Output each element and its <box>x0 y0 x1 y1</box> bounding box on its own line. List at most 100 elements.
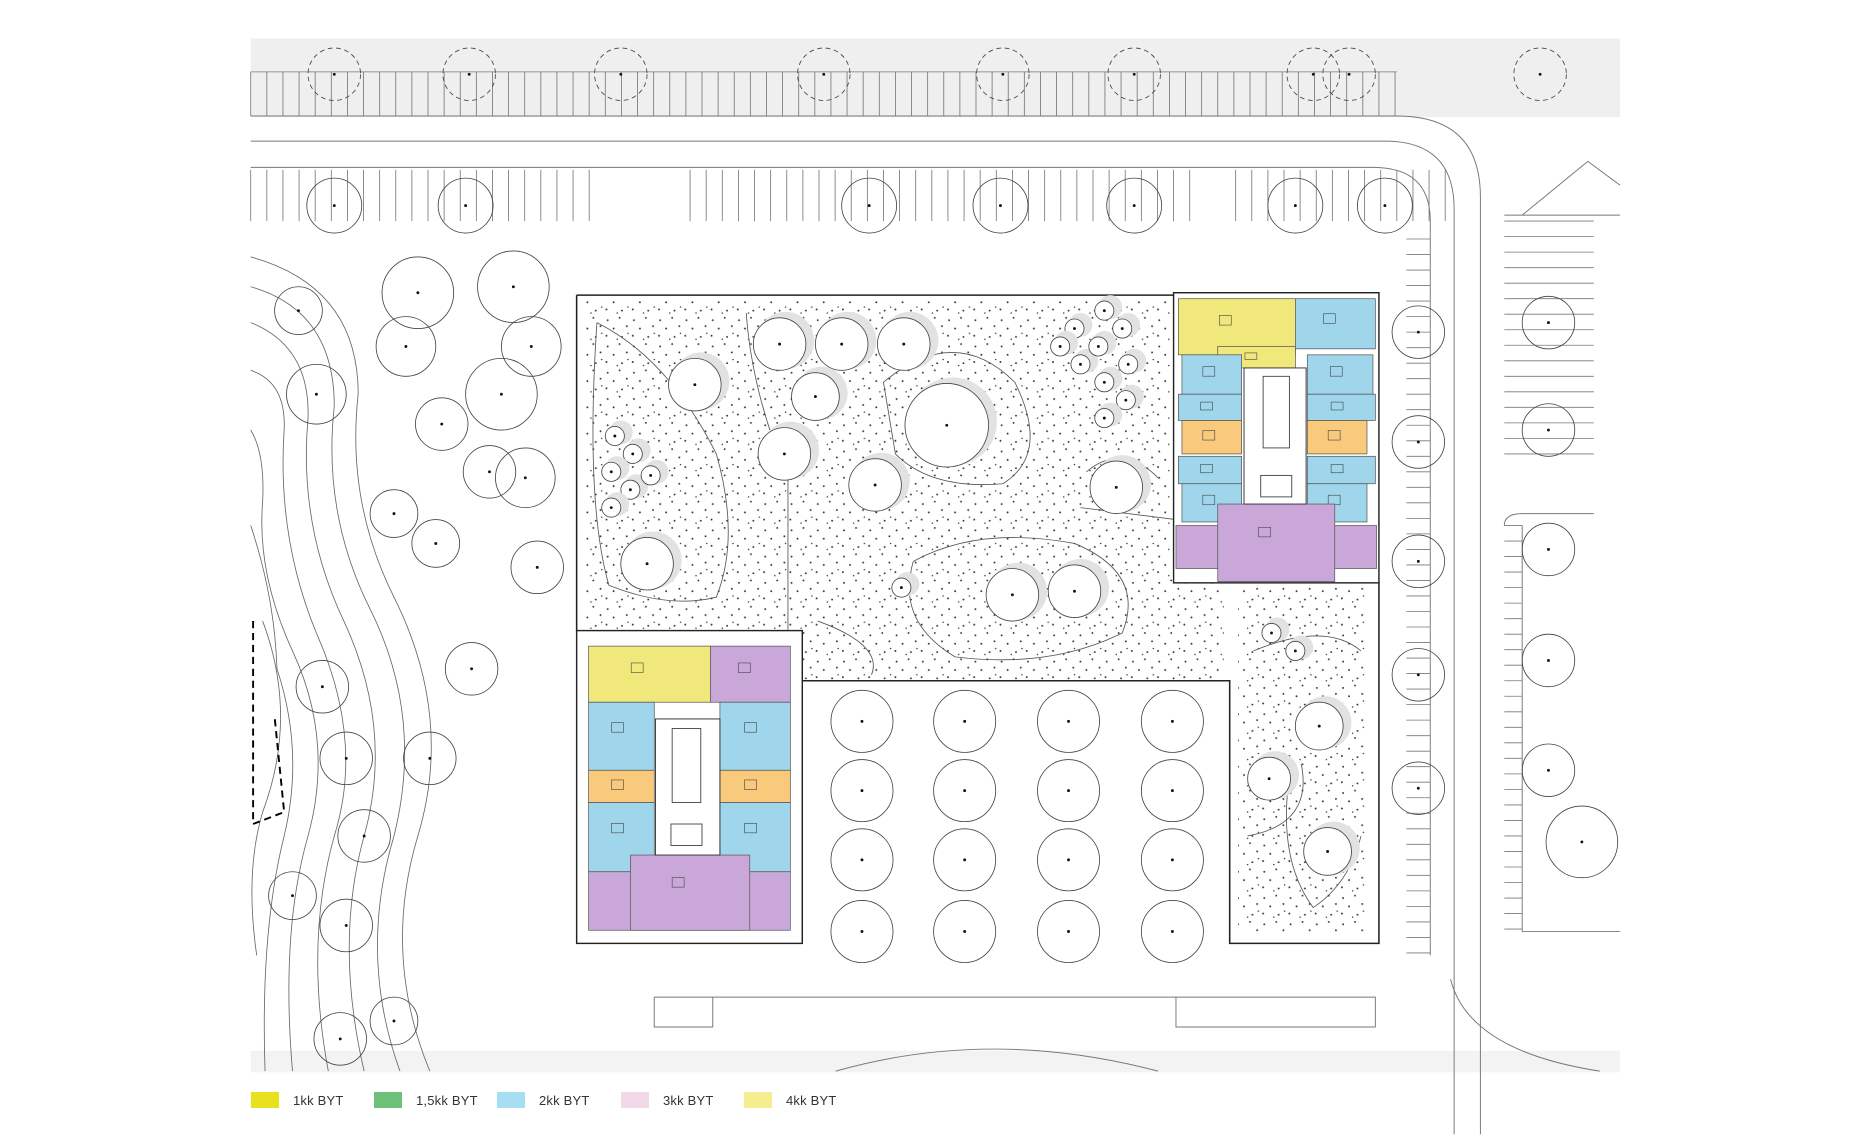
tree-trunk <box>416 291 420 295</box>
tree-canopy <box>403 731 457 786</box>
tree-trunk <box>1317 724 1321 728</box>
tree-canopy <box>442 47 496 101</box>
apartment-unit <box>1177 298 1296 356</box>
tree-trunk <box>1267 777 1271 781</box>
stair-icon <box>1262 375 1290 449</box>
tree-trunk <box>899 586 903 590</box>
tree-canopy <box>274 286 323 335</box>
tree-trunk <box>1170 719 1174 723</box>
tree-trunk <box>404 345 408 348</box>
tree-trunk <box>1114 485 1118 489</box>
tree-trunk <box>1067 930 1070 933</box>
tree-trunk <box>511 285 515 289</box>
tree-canopy <box>1545 805 1619 879</box>
tree-canopy <box>1521 743 1576 797</box>
legend-swatch <box>744 1092 772 1108</box>
apartment-unit <box>1306 420 1368 455</box>
tree-trunk <box>1067 789 1070 793</box>
tree-trunk <box>1416 786 1420 790</box>
furniture-icon <box>1323 313 1336 324</box>
furniture-icon <box>1202 494 1216 506</box>
bottom-shading <box>250 1050 1621 1073</box>
tree-canopy <box>306 177 363 234</box>
tree-trunk <box>619 72 623 76</box>
tree-canopy <box>319 898 373 953</box>
legend-swatch <box>497 1092 525 1108</box>
tree-trunk <box>344 756 348 760</box>
furniture-icon <box>1200 401 1213 411</box>
tree-canopy <box>369 489 419 538</box>
tree-trunk <box>1293 204 1297 208</box>
tree-canopy <box>797 47 851 101</box>
tree-canopy <box>1140 759 1204 823</box>
apartment-unit <box>588 769 655 803</box>
tree-canopy <box>1521 403 1576 457</box>
stair-icon <box>671 728 702 803</box>
tree-trunk <box>332 72 336 76</box>
tree-canopy <box>501 316 562 377</box>
tree-trunk <box>860 858 864 862</box>
terrain-contours <box>250 256 432 1072</box>
tree-trunk <box>822 72 826 76</box>
core-east <box>1243 367 1307 505</box>
legend-label: 1kk BYT <box>293 1092 344 1108</box>
tree-canopy <box>933 759 997 823</box>
tree-canopy <box>933 828 997 892</box>
tree-trunk <box>1311 72 1315 76</box>
tree-canopy <box>510 540 564 595</box>
tree-trunk <box>782 452 786 456</box>
tree-trunk <box>1067 858 1070 862</box>
tree-canopy <box>1357 177 1413 234</box>
tree-trunk <box>1547 428 1550 432</box>
tree-canopy <box>319 731 373 786</box>
furniture-icon <box>1258 527 1271 538</box>
tree-canopy <box>381 256 455 329</box>
apartment-unit <box>1177 393 1242 421</box>
tree-canopy <box>1140 899 1204 963</box>
tree-canopy <box>933 899 997 963</box>
tree-trunk <box>1547 547 1550 551</box>
elevator-icon <box>1260 474 1293 498</box>
apartment-unit <box>1181 354 1242 395</box>
furniture-icon <box>1202 430 1216 441</box>
tree-trunk <box>1270 631 1273 635</box>
tree-canopy <box>972 177 1029 234</box>
tree-trunk <box>1293 649 1297 653</box>
tree-canopy <box>1391 534 1446 589</box>
tree-canopy <box>1037 689 1100 753</box>
tree-canopy <box>286 363 347 425</box>
legend-item-4kk: 4kk BYT <box>744 1090 837 1110</box>
tree-trunk <box>867 204 871 208</box>
tree-trunk <box>609 506 613 510</box>
tree-trunk <box>1170 858 1174 862</box>
legend-swatch <box>621 1092 649 1108</box>
tree-trunk <box>362 834 366 838</box>
apartment-unit <box>1306 455 1376 485</box>
apartment-unit <box>719 769 791 803</box>
legend-item-2kk: 2kk BYT <box>497 1090 590 1110</box>
tree-trunk <box>1132 72 1136 76</box>
tree-canopy <box>1037 759 1100 823</box>
tree-trunk <box>392 512 396 516</box>
tree-trunk <box>291 894 294 898</box>
tree-canopy <box>1267 177 1324 234</box>
tree-trunk <box>963 930 967 933</box>
tree-trunk <box>1132 204 1136 208</box>
tree-trunk <box>1058 345 1062 348</box>
tree-trunk <box>338 1037 342 1041</box>
tree-canopy <box>830 759 894 823</box>
tree-trunk <box>488 470 491 474</box>
tree-trunk <box>314 392 318 396</box>
tree-trunk <box>297 309 300 313</box>
building-west <box>575 629 804 945</box>
tree-canopy <box>1391 648 1446 702</box>
tree-canopy <box>594 47 648 101</box>
tree-trunk <box>1126 362 1130 366</box>
tree-canopy <box>437 177 494 234</box>
apartment-unit <box>1217 503 1336 583</box>
tree-canopy <box>1391 305 1446 359</box>
trees <box>268 47 1619 1066</box>
tree-trunk <box>945 423 949 427</box>
